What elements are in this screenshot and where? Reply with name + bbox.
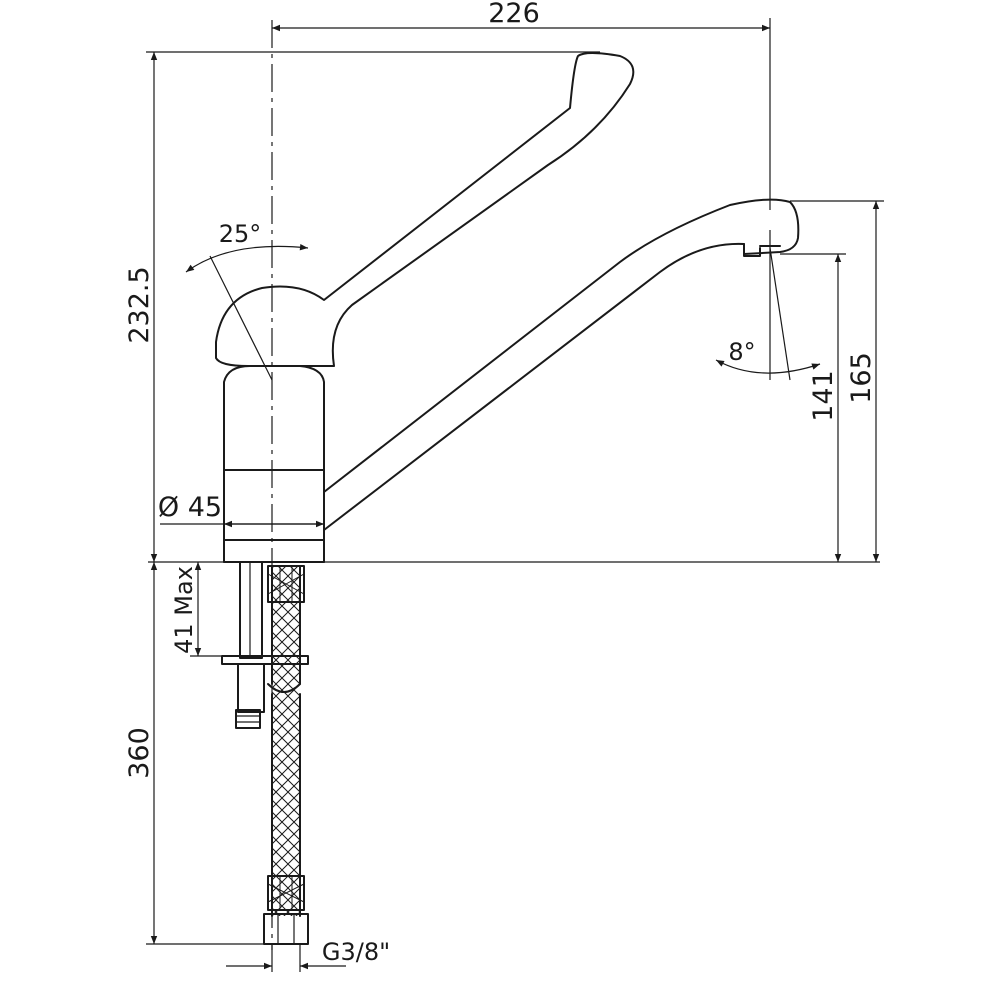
dim-360: 360	[124, 562, 264, 945]
dim-232-5: 232.5	[124, 51, 600, 562]
dim-226-label: 226	[488, 0, 540, 29]
faucet-body	[223, 365, 325, 563]
dim-165: 165	[790, 200, 884, 562]
mounting-rod	[221, 561, 309, 729]
dim-outlet-angle: 8°	[715, 230, 821, 381]
dim-232-5-label: 232.5	[124, 266, 155, 343]
braided-hose	[263, 565, 309, 945]
spout	[323, 198, 800, 531]
dim-deck-max: 41 Max	[170, 562, 222, 657]
dim-lever-angle-label: 25°	[219, 220, 262, 248]
dim-deck-max-label: 41 Max	[170, 566, 198, 654]
dim-lever-angle: 25°	[185, 220, 309, 381]
dim-diameter-label: Ø 45	[158, 492, 222, 523]
dim-165-label: 165	[846, 352, 877, 404]
dim-thread-label: G3/8"	[322, 938, 390, 966]
dim-226: 226	[272, 0, 771, 210]
dim-diameter: Ø 45	[158, 492, 324, 528]
lever-handle	[215, 52, 635, 367]
dim-141-label: 141	[808, 370, 839, 422]
dim-141: 141	[780, 253, 846, 562]
dim-thread: G3/8"	[226, 938, 390, 972]
dim-360-label: 360	[124, 727, 155, 779]
dim-outlet-angle-label: 8°	[728, 338, 755, 366]
